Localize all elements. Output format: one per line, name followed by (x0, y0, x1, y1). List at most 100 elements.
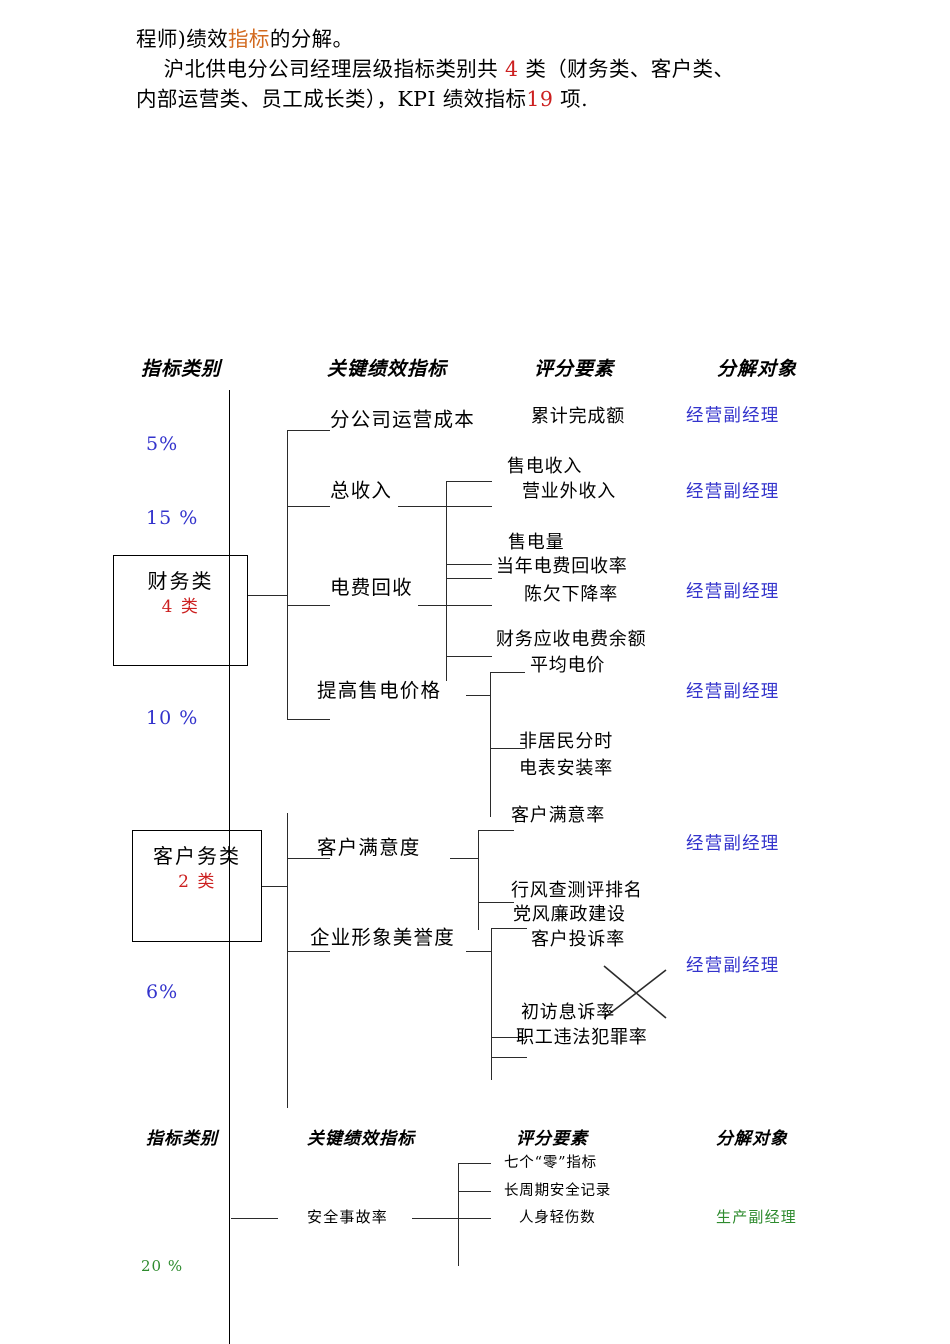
element-label-non-residential-timeshare: 非居民分时 (519, 731, 613, 752)
intro-line-3-pre: 内部运营类、员工成长类），KPI 绩效指标 (136, 87, 527, 111)
connector-finance-to-spine (248, 595, 288, 596)
stub-kpi-operating-cost (287, 430, 330, 431)
category-box-finance: 财务类 4 类 (113, 555, 248, 666)
element-spine-safety (458, 1163, 459, 1266)
element-label-power-sales-revenue: 售电收入 (507, 456, 583, 477)
owner-label-6: 经营副经理 (686, 956, 780, 976)
weight-label-4: 6% (146, 981, 179, 1003)
stub-kpi-raise-price (287, 719, 330, 720)
owner-label-7: 生产副经理 (716, 1208, 798, 1226)
stub-kpi-customer-satisfaction (287, 858, 330, 859)
stub-element-long-cycle-record (458, 1191, 491, 1192)
column-header-scoring: 评分要素 (534, 358, 615, 380)
main-axis-line (229, 390, 230, 1344)
category-name-customer: 客户务类 (153, 844, 241, 868)
intro-line-3-post: 项. (553, 87, 588, 111)
connector-raise-price-to-spine (466, 695, 491, 696)
kpi-label-safety-accident-rate: 安全事故率 (307, 1208, 389, 1226)
element-label-power-sales-volume: 售电量 (508, 532, 565, 553)
kpi-label-operating-cost: 分公司运营成本 (330, 408, 475, 431)
element-label-seven-zero-indicators: 七个“零”指标 (504, 1155, 597, 1171)
intro-line-1-highlight: 指标 (228, 27, 270, 51)
kpi-spine-finance (287, 430, 288, 720)
element-label-customer-complaint-rate: 客户投诉率 (531, 929, 625, 950)
element-label-meter-installation-rate: 电表安装率 (519, 758, 613, 779)
stub-element-employee-crime-rate (491, 1057, 527, 1058)
element-label-average-price: 平均电价 (530, 655, 606, 676)
category-count-finance: 4 类 (161, 597, 200, 617)
stub-kpi-total-revenue (287, 506, 330, 507)
owner-label-4: 经营副经理 (686, 682, 780, 702)
stub-element-power-sales-revenue (446, 481, 492, 482)
column-header-scoring-bottom: 评分要素 (516, 1129, 588, 1149)
element-spine-corporate-image (491, 928, 492, 1080)
element-label-cumulative-amount: 累计完成额 (531, 406, 625, 427)
column-header-kpi-bottom: 关键绩效指标 (307, 1129, 415, 1149)
stub-element-complaint-rate (491, 928, 527, 929)
weight-label-5: 20 % (141, 1257, 184, 1275)
stub-element-industry-ranking (478, 902, 514, 903)
stub-kpi-fee-recovery (287, 605, 330, 606)
cross-out-mark (600, 962, 670, 1022)
category-count-customer: 2 类 (178, 872, 216, 892)
owner-label-1: 经营副经理 (686, 406, 780, 426)
stub-element-seven-zero (458, 1163, 491, 1164)
element-label-industry-survey-ranking: 行风查测评排名 (511, 880, 643, 901)
element-label-party-conduct-construction: 党风廉政建设 (513, 904, 626, 925)
kpi-label-total-revenue: 总收入 (330, 479, 393, 502)
element-spine-customer-satisfaction (478, 830, 479, 930)
element-label-minor-injury-count: 人身轻伤数 (519, 1210, 596, 1226)
connector-customer-satisfaction-to-spine (450, 858, 478, 859)
column-header-kpi: 关键绩效指标 (327, 358, 448, 380)
element-label-customer-satisfaction-rate: 客户满意率 (511, 805, 605, 826)
element-label-employee-crime-rate: 职工违法犯罪率 (516, 1027, 648, 1048)
stub-element-current-year-recovery-rate (446, 578, 492, 579)
connector-customer-to-spine (262, 886, 288, 887)
weight-label-2: 15 % (146, 507, 199, 529)
stub-element-non-residential-meter (490, 748, 525, 749)
owner-label-3: 经营副经理 (686, 582, 780, 602)
stub-element-arrears-decline-rate (446, 605, 492, 606)
intro-line-1-pre: 程师)绩效 (136, 27, 228, 51)
category-box-customer: 客户务类 2 类 (132, 830, 262, 942)
weight-label-3: 10 % (146, 707, 199, 729)
element-label-long-cycle-safety-record: 长周期安全记录 (504, 1183, 612, 1199)
stub-kpi-corporate-image (287, 951, 330, 952)
intro-line-1-post: 的分解。 (269, 27, 354, 51)
connector-total-revenue-to-spine2 (398, 506, 446, 507)
kpi-spine-customer (287, 813, 288, 1108)
connector-fee-recovery-to-spine2 (418, 605, 446, 606)
element-spine-raise-price (490, 672, 491, 817)
kpi-label-customer-satisfaction: 客户满意度 (317, 836, 421, 859)
connector-safety-to-spine (412, 1218, 458, 1219)
column-header-category-bottom: 指标类别 (146, 1129, 218, 1149)
stub-element-receivable-balance (446, 656, 492, 657)
element-label-non-operating-revenue: 营业外收入 (522, 481, 616, 502)
kpi-label-corporate-image: 企业形象美誉度 (310, 926, 455, 949)
column-header-category: 指标类别 (141, 358, 222, 380)
element-label-current-year-recovery-rate: 当年电费回收率 (496, 556, 628, 577)
intro-line-2: 沪北供电分公司经理层级指标类别共 4 类（财务类、客户类、 (136, 54, 836, 84)
owner-label-5: 经营副经理 (686, 834, 780, 854)
intro-line-2-number: 4 (504, 57, 519, 81)
connector-corporate-image-to-spine (466, 951, 492, 952)
category-name-finance: 财务类 (147, 569, 214, 593)
connector-axis-to-safety (231, 1218, 278, 1219)
stub-element-customer-satisfaction-rate (478, 830, 514, 831)
intro-paragraph: 程师)绩效指标的分解。 沪北供电分公司经理层级指标类别共 4 类（财务类、客户类… (136, 24, 836, 114)
column-header-owner-bottom: 分解对象 (716, 1129, 788, 1149)
element-label-first-visit-settlement-rate: 初访息诉率 (521, 1002, 615, 1023)
stub-element-power-sales-volume (446, 564, 492, 565)
stub-element-first-visit-rate (491, 1037, 527, 1038)
weight-label-1: 5% (146, 433, 179, 455)
element-label-arrears-decline-rate: 陈欠下降率 (524, 584, 618, 605)
column-header-owner: 分解对象 (717, 358, 798, 380)
kpi-label-fee-recovery: 电费回收 (330, 576, 413, 599)
element-spine-finance-upper (446, 481, 447, 681)
owner-label-2: 经营副经理 (686, 482, 780, 502)
element-label-receivable-balance: 财务应收电费余额 (496, 629, 647, 650)
intro-line-1: 程师)绩效指标的分解。 (136, 24, 836, 54)
intro-line-3: 内部运营类、员工成长类），KPI 绩效指标19 项. (136, 84, 836, 114)
intro-line-2-pre: 沪北供电分公司经理层级指标类别共 (136, 57, 505, 81)
